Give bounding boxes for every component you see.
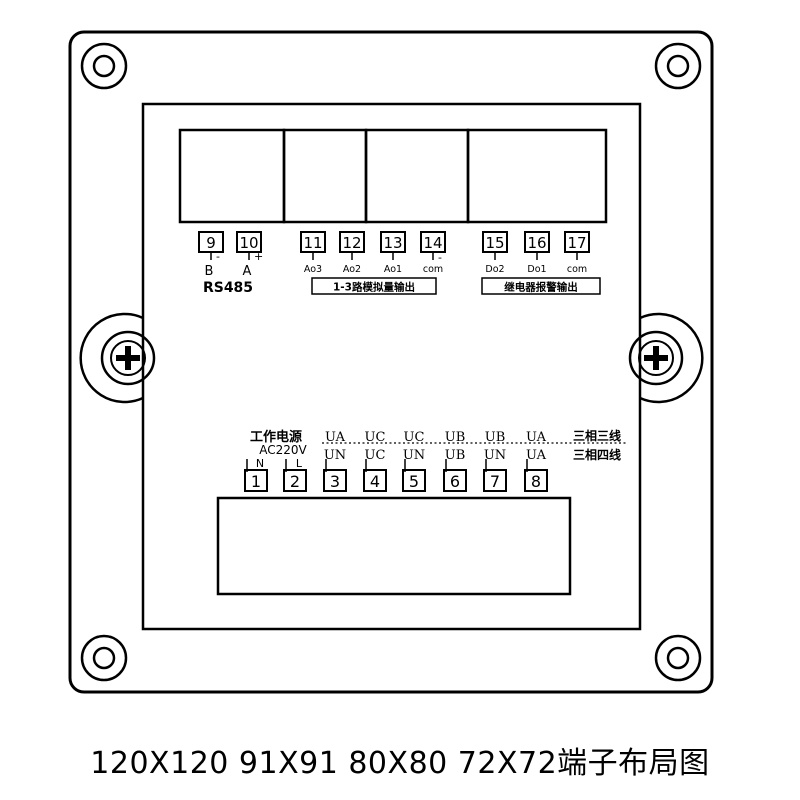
terminal-box <box>483 469 507 492</box>
bottom-terminal: 2 <box>283 459 307 492</box>
phase-label-3p3w: UC <box>404 430 425 445</box>
phase-label-3p4w: UB <box>445 448 466 463</box>
bottom-terminal: 6 UB UB <box>443 430 467 492</box>
three-phase-three-wire-label: 三相三线 <box>573 428 621 443</box>
side-screw-left <box>79 312 156 404</box>
terminal-signal-label: Ao3 <box>304 264 322 275</box>
terminal-signal-label: Do2 <box>485 264 504 275</box>
terminal-number: 15 <box>485 234 504 252</box>
terminal-signal-label: Ao2 <box>343 264 361 275</box>
top-terminal: 10A <box>236 231 262 279</box>
connector-block-rs485 <box>178 128 286 224</box>
terminal-number: 7 <box>490 472 500 491</box>
terminal-box <box>443 469 467 492</box>
polarity-mark: + <box>254 250 263 263</box>
bottom-terminal: 8 UA UA <box>524 430 548 492</box>
terminal-number: 10 <box>239 234 258 252</box>
bottom-terminal: 5 UC UN <box>402 430 426 492</box>
terminal-box <box>524 469 548 492</box>
phase-label-3p3w: UB <box>485 430 506 445</box>
mounting-hole-top-right <box>654 42 702 90</box>
mounting-hole-top-left <box>80 42 128 90</box>
mounting-hole-bottom-left <box>80 634 128 682</box>
terminal-signal-label: Ao1 <box>384 264 402 275</box>
phase-label-3p4w: UC <box>365 448 386 463</box>
top-terminal: 17 com <box>564 231 590 275</box>
power-title: 工作电源 <box>250 429 302 445</box>
terminal-number: 1 <box>251 472 261 491</box>
relay-output-group-box <box>481 277 601 295</box>
bottom-terminal: 3 UA UN <box>323 430 347 492</box>
phase-label-3p4w: UN <box>484 448 506 463</box>
power-live-label: L <box>296 457 303 470</box>
bottom-terminal: 1 <box>244 459 268 492</box>
connector-block-power-voltage <box>216 496 572 596</box>
terminal-number: 11 <box>303 234 322 252</box>
terminal-number: 9 <box>206 234 216 252</box>
terminal-number: 3 <box>330 472 340 491</box>
phase-label-3p3w: UA <box>325 430 346 445</box>
terminal-number: 8 <box>531 472 541 491</box>
terminal-number: 2 <box>290 472 300 491</box>
phase-label-3p4w: UA <box>526 448 547 463</box>
phase-label-3p3w: UB <box>445 430 466 445</box>
terminal-number: 14 <box>423 234 442 252</box>
diagram-caption: 120X120 91X91 80X80 72X72端子布局图 <box>90 746 710 781</box>
terminal-box <box>244 469 268 492</box>
power-neutral-label: N <box>256 457 264 470</box>
bottom-terminal: 4 UC UC <box>363 430 387 492</box>
terminal-signal-label: B <box>205 264 214 279</box>
terminal-box <box>402 469 426 492</box>
bottom-terminal-row: 1 2 3 UA UN 4 UC UC 5 UC UN 6 UB UB 7 UB UN 8 UA UA N L <box>244 430 548 492</box>
connector-block-analog-b <box>364 128 470 224</box>
terminal-number: 16 <box>527 234 546 252</box>
outer-case <box>68 30 714 694</box>
top-terminal-row: 9B10A11Ao312Ao213Ao114com15Do216Do117com… <box>198 231 590 279</box>
terminal-number: 12 <box>342 234 361 252</box>
polarity-mark: - <box>216 250 220 263</box>
terminal-number: 17 <box>567 234 586 252</box>
three-phase-four-wire-label: 三相四线 <box>573 447 621 462</box>
terminal-number: 13 <box>383 234 402 252</box>
connector-block-analog-a <box>282 128 368 224</box>
polarity-mark: - <box>438 251 442 264</box>
terminal-signal-label: Do1 <box>527 264 546 275</box>
terminal-number: 4 <box>370 472 380 491</box>
mounting-hole-bottom-right <box>654 634 702 682</box>
terminal-box <box>323 469 347 492</box>
phase-label-3p4w: UN <box>324 448 346 463</box>
terminal-signal-label: A <box>243 264 252 279</box>
terminal-box <box>363 469 387 492</box>
terminal-number: 5 <box>409 472 419 491</box>
terminal-number: 6 <box>450 472 460 491</box>
side-screw-right <box>628 312 704 404</box>
top-terminal: 14 com <box>420 231 446 275</box>
phase-label-3p4w: UN <box>403 448 425 463</box>
terminal-signal-label: com <box>567 264 587 275</box>
bottom-terminal: 7 UB UN <box>483 430 507 492</box>
power-voltage: AC220V <box>259 443 307 457</box>
analog-output-group-box <box>311 277 437 295</box>
analog-output-group-label: 1-3路模拟量输出 <box>333 281 415 294</box>
top-terminal: 9B <box>198 231 224 279</box>
rs485-label: RS485 <box>203 280 253 296</box>
phase-label-3p3w: UC <box>365 430 386 445</box>
phase-label-3p3w: UA <box>526 430 547 445</box>
connector-block-relay <box>466 128 608 224</box>
relay-output-group-label: 继电器报警输出 <box>504 281 578 294</box>
terminal-signal-label: com <box>423 264 443 275</box>
terminal-box <box>283 469 307 492</box>
